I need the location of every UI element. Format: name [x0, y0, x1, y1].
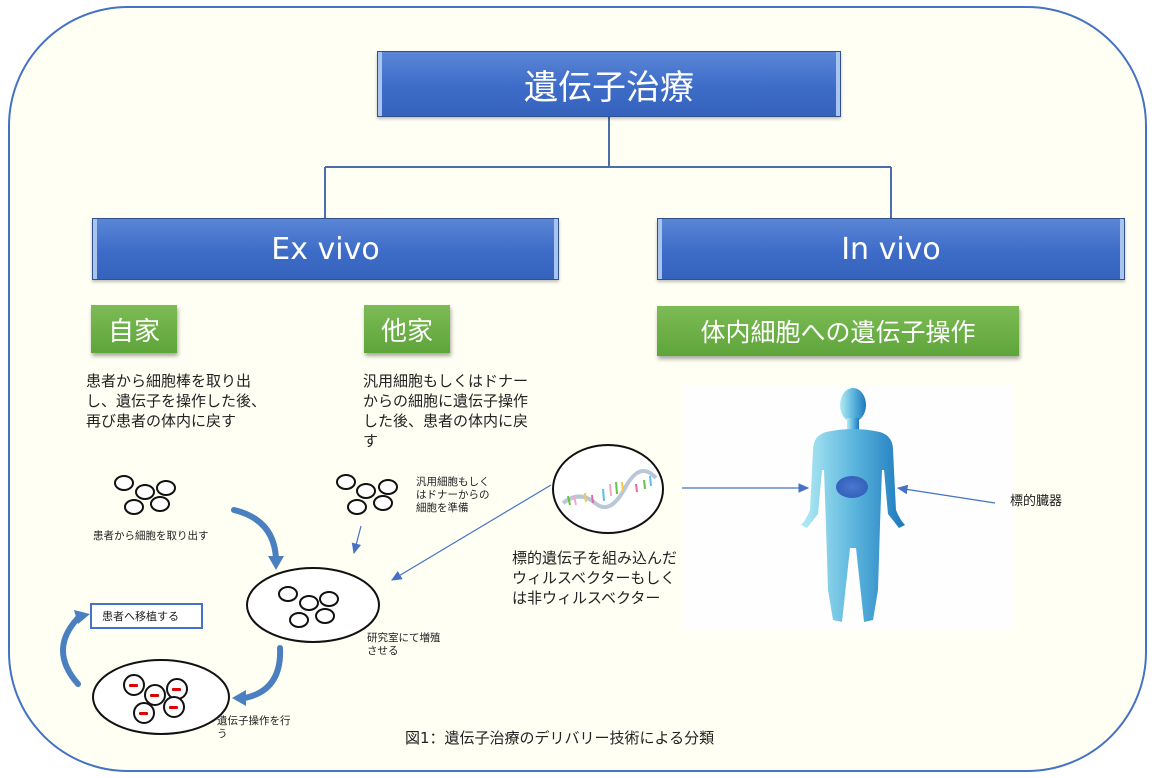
step-culture-in-lab: 研究室にて増殖 させる — [367, 632, 441, 657]
step-prepare-donor-cells: 汎用細胞もしく はドナーからの 細胞を準備 — [416, 476, 490, 514]
autologous-description: 患者から細胞棒を取り出 し、遺伝子を操作した後、 再び患者の体内に戻す — [86, 372, 267, 430]
in-vivo-method-label: 体内細胞への遺伝子操作 — [657, 306, 1019, 356]
step-gene-edit: 遺伝子操作を行 う — [217, 715, 291, 740]
tree-connectors — [324, 117, 892, 218]
vector-description: 標的遺伝子を組み込んだ ウィルスベクターもしく は非ウィルスベクター — [512, 549, 678, 607]
human-body-figure — [801, 388, 905, 622]
allogeneic-description: 汎用細胞もしくはドナー からの細胞に遺伝子操作 した後、患者の体内に戻 す — [363, 372, 529, 450]
lab-culture-dish — [246, 567, 380, 643]
target-organ-label: 標的臓器 — [1010, 494, 1063, 509]
step-transplant: 患者へ移植する — [90, 603, 203, 629]
autologous-label: 自家 — [91, 305, 177, 353]
in-vivo-header: In vivo — [657, 218, 1125, 280]
patient-cells-cluster — [114, 475, 176, 515]
edited-gene-markers — [129, 684, 181, 715]
allogeneic-label: 他家 — [364, 305, 450, 353]
gene-edited-dish — [92, 659, 230, 735]
vector-dna-circle — [552, 444, 664, 534]
process-curved-arrows — [60, 507, 284, 701]
thin-arrows — [351, 483, 996, 581]
step-extract-cells: 患者から細胞を取り出す — [93, 530, 209, 542]
target-organ — [836, 476, 868, 498]
gene-therapy-title: 遺伝子治療 — [377, 51, 841, 117]
donor-cells-cluster — [336, 474, 398, 515]
figure-caption: 図1：遺伝子治療のデリバリー技術による分類 — [405, 729, 715, 747]
ex-vivo-header: Ex vivo — [92, 218, 559, 280]
